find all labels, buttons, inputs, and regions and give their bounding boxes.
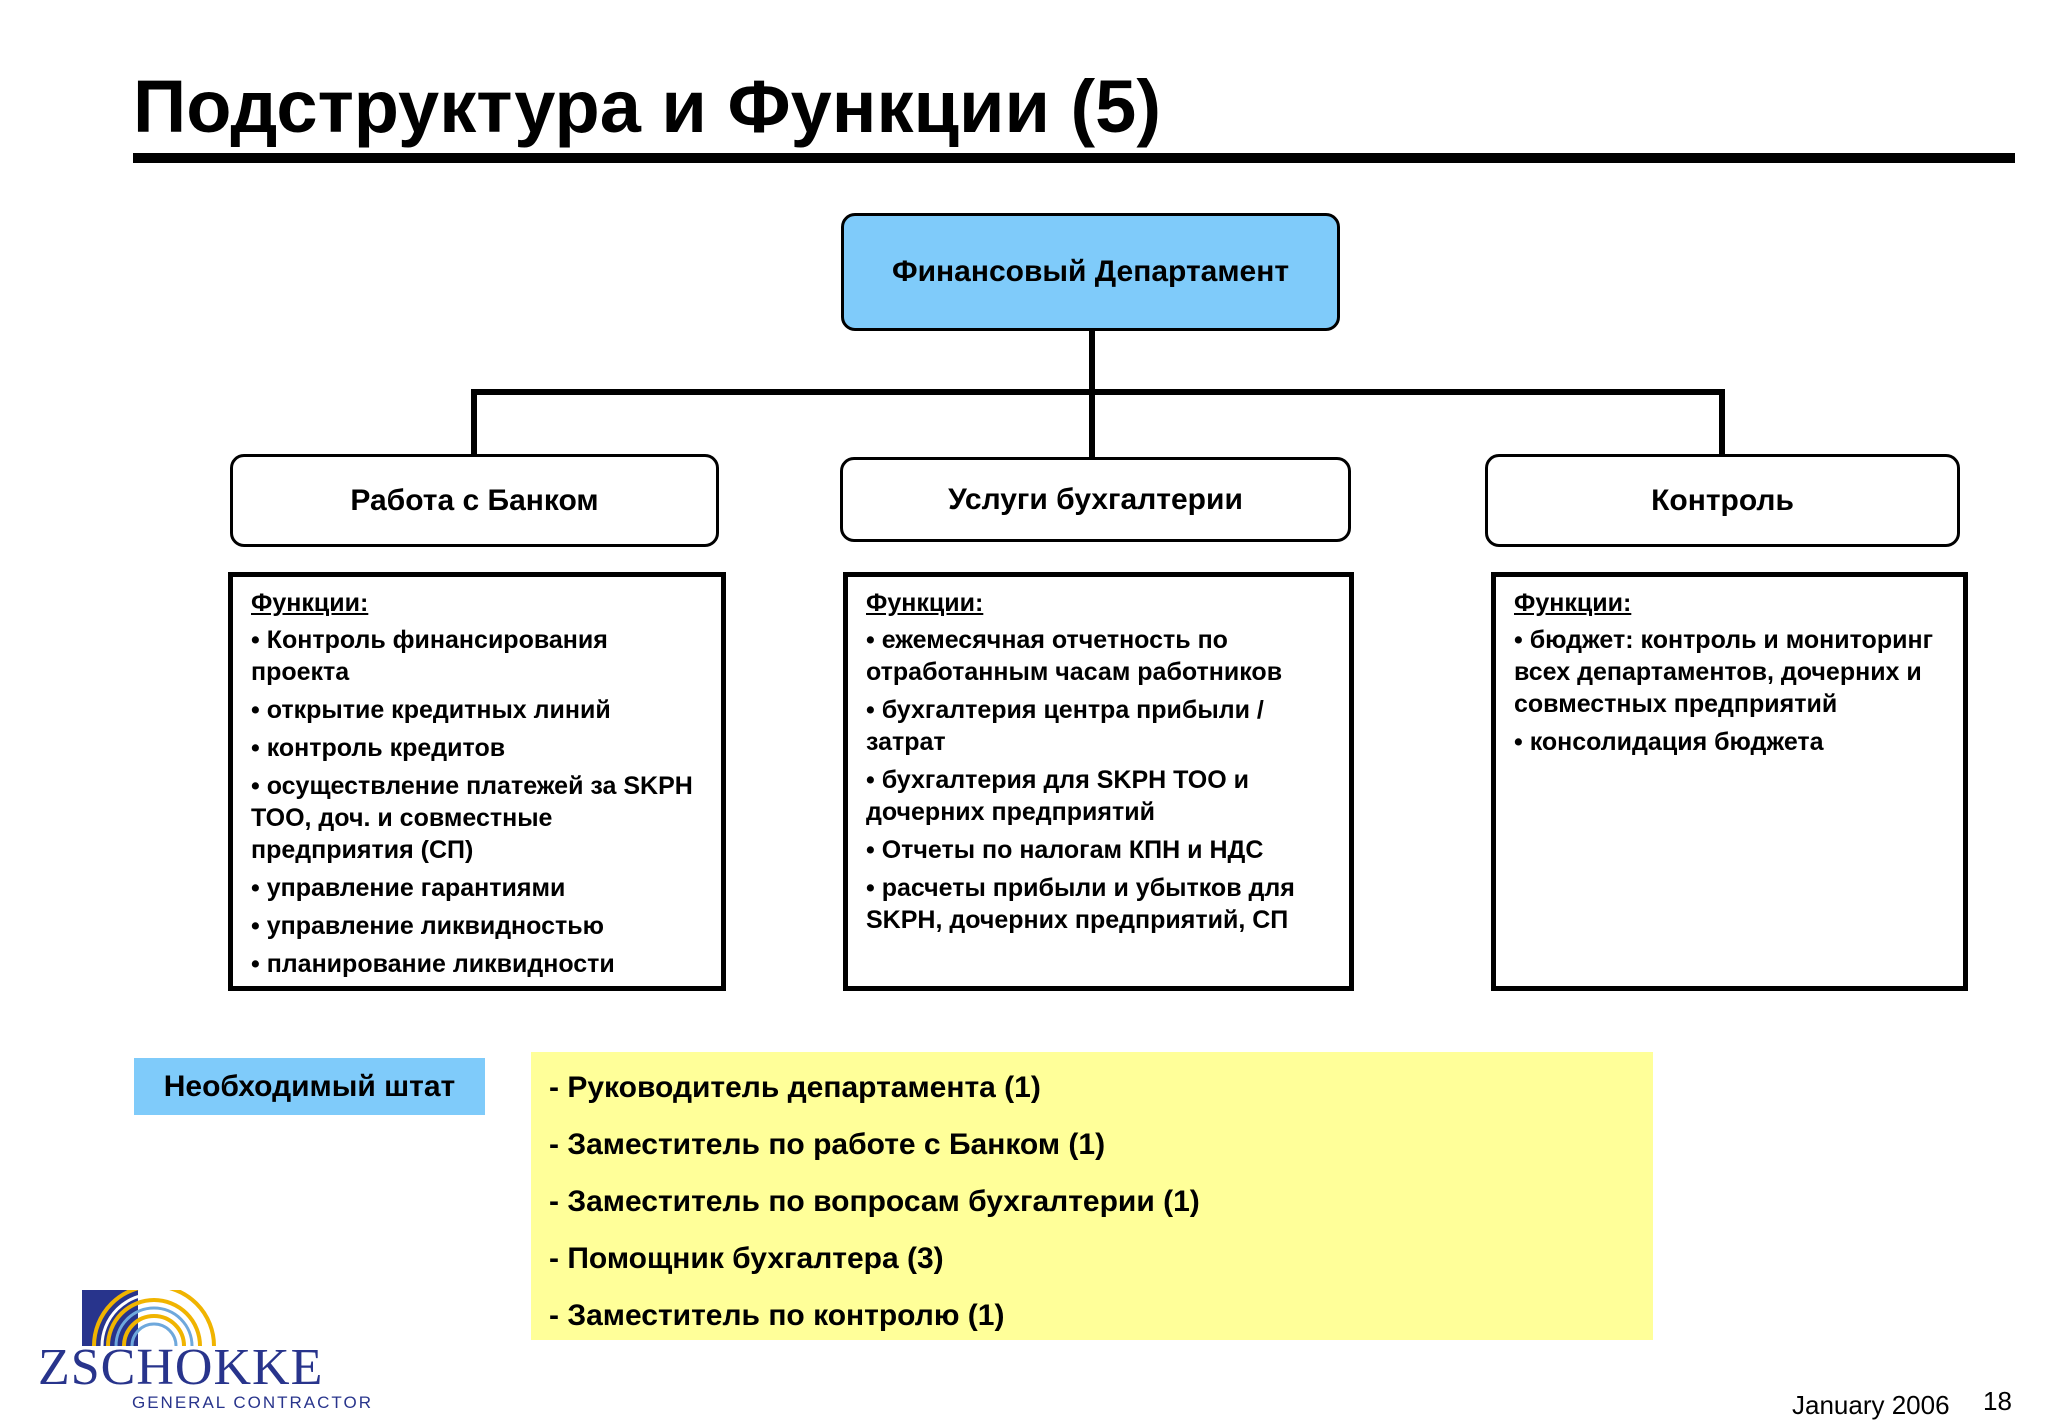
function-item: • расчеты прибыли и убытков для SKPH, до… [866,874,1295,934]
staff-item: - Заместитель по работе с Банком (1) [549,1128,1106,1161]
logo-arc [92,1290,216,1347]
staff-label: Необходимый штат [134,1058,485,1115]
staff-item: - Помощник бухгалтера (3) [549,1242,944,1275]
functions-box-control: Функции: • бюджет: контроль и мониторинг… [1491,572,1968,991]
connector-top-vertical [1089,331,1095,392]
staff-item: - Заместитель по вопросам бухгалтерии (1… [549,1185,1200,1218]
logo-arc [106,1298,202,1347]
slide-title: Подструктура и Функции (5) [133,65,1161,148]
connector-left-vertical [471,389,477,456]
function-item: • Контроль финансирования проекта [251,626,608,686]
connector-right-vertical [1719,389,1725,456]
function-item: • бухгалтерия для SKPH ТОО и дочерних пр… [866,766,1249,826]
function-item: • управление ликвидностью [251,912,604,940]
logo-arc [122,1314,186,1347]
function-item: • ежемесячная отчетность по отработанным… [866,626,1283,686]
logo-arc [114,1306,194,1347]
finance-department-box: Финансовый Департамент [841,213,1340,331]
unit-label-accounting: Услуги бухгалтерии [948,482,1243,516]
connector-middle-vertical [1089,389,1095,459]
logo-subtitle: GENERAL CONTRACTOR [132,1393,373,1412]
function-item: • бюджет: контроль и мониторинг всех деп… [1514,626,1933,718]
logo-name: ZSCHOKKE [38,1339,324,1396]
function-item: • открытие кредитных линий [251,696,611,724]
logo-arc [130,1322,178,1347]
unit-label-bank: Работа с Банком [350,483,599,517]
functions-box-bank: Функции: • Контроль финансирования проек… [228,572,726,991]
page-number: 18 [1983,1386,2012,1416]
function-item: • планирование ликвидности [251,950,615,978]
function-item: • Отчеты по налогам КПН и НДС [866,836,1264,864]
functions-heading: Функции: [866,589,984,617]
functions-heading: Функции: [251,589,369,617]
staff-item: - Руководитель департамента (1) [549,1071,1041,1104]
function-item: • управление гарантиями [251,874,566,902]
footer-date: January 2006 [1792,1390,1950,1420]
function-item: • осуществление платежей за SKPH ТОО, до… [251,772,693,864]
unit-box-accounting: Услуги бухгалтерии [840,457,1351,542]
function-item: • консолидация бюджета [1514,728,1824,756]
function-item: • бухгалтерия центра прибыли / затрат [866,696,1264,756]
connector-horizontal [471,389,1725,395]
staff-item: - Заместитель по контролю (1) [549,1299,1005,1332]
logo-arc [100,1292,208,1347]
finance-department-label: Финансовый Департамент [891,255,1290,288]
company-logo [82,1290,216,1347]
staff-list: - Руководитель департамента (1) - Замест… [531,1052,1653,1340]
title-underline [133,153,2015,163]
unit-box-control: Контроль [1485,454,1960,547]
function-item: • контроль кредитов [251,734,506,762]
functions-box-accounting: Функции: • ежемесячная отчетность по отр… [843,572,1354,991]
functions-heading: Функции: [1514,589,1632,617]
unit-box-bank: Работа с Банком [230,454,719,547]
unit-label-control: Контроль [1651,483,1794,517]
